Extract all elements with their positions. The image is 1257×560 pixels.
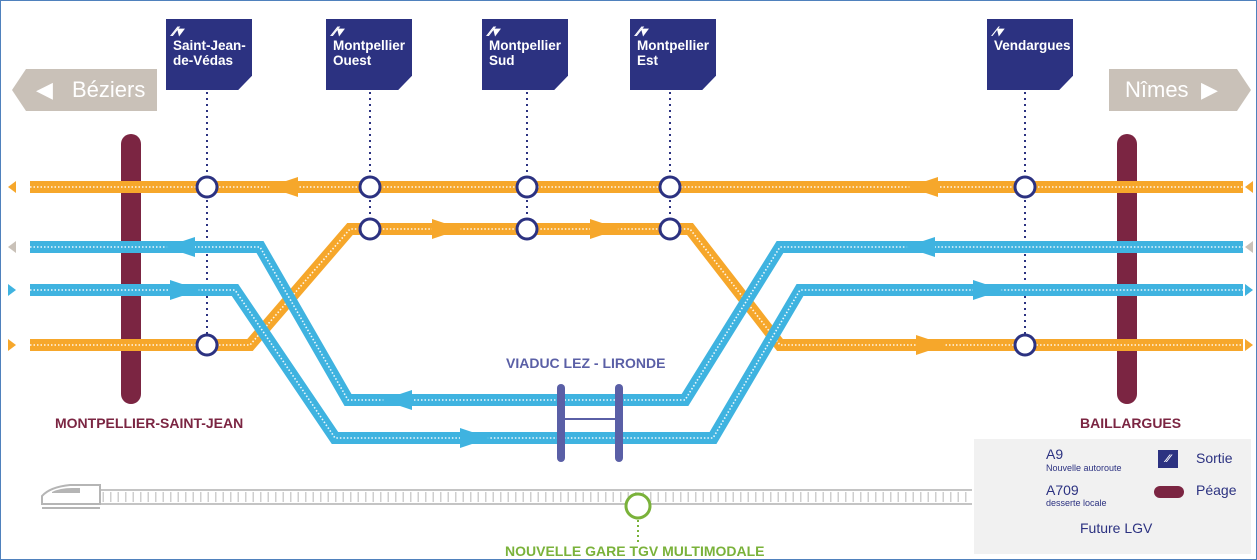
- exit-icon: ⁄⁄▾: [173, 23, 183, 39]
- a709-roads: [30, 181, 1243, 351]
- edge-arrow-left: [1245, 181, 1253, 193]
- legend-toll-label: Péage: [1196, 482, 1237, 498]
- edge-arrow-right: [8, 339, 16, 351]
- arrow-west: [382, 390, 412, 410]
- arrow-west: [268, 177, 298, 197]
- exit-connectors: [206, 92, 1026, 345]
- destination-sign-beziers: ◀ Béziers: [12, 69, 157, 111]
- lgv-track: [95, 489, 972, 505]
- exit-icon: ⁄⁄▾: [489, 23, 499, 39]
- legend-a9-sub: Nouvelle autoroute: [1046, 463, 1122, 473]
- interchange-node: [358, 217, 382, 241]
- viaduct-icon: [557, 384, 623, 462]
- station-node-icon: [624, 492, 652, 520]
- arrow-east: [460, 428, 490, 448]
- legend-a709-sub: desserte locale: [1046, 498, 1107, 508]
- edge-arrow-right: [1245, 339, 1253, 351]
- interchange-node: [1013, 175, 1037, 199]
- exit-sign-montpellier-est: ⁄⁄▾ Montpellier Est: [630, 19, 716, 90]
- arrow-east: [590, 219, 620, 239]
- interchange-node: [195, 175, 219, 199]
- arrow-east: [916, 335, 946, 355]
- exit-icon: ⁄▾: [994, 23, 1002, 39]
- destination-label-right: Nîmes: [1125, 77, 1189, 102]
- arrow-west: [165, 237, 195, 257]
- exit-name: Montpellier Sud: [489, 38, 562, 68]
- train-icon: [41, 484, 101, 509]
- exit-name: Vendargues: [994, 38, 1071, 53]
- exit-sign-montpellier-ouest: ⁄⁄▾ Montpellier Ouest: [326, 19, 412, 90]
- arrow-west: [908, 177, 938, 197]
- legend-a709-label: A709: [1046, 482, 1079, 498]
- exit-icon: ⁄⁄▾: [333, 23, 343, 39]
- a709-direction-arrows: [268, 177, 946, 355]
- exit-sign-icon: ⁄⁄: [1158, 450, 1178, 468]
- a9-direction-arrows: [165, 237, 1003, 448]
- interchange-node: [358, 175, 382, 199]
- toll-label-west: MONTPELLIER-SAINT-JEAN: [55, 415, 244, 431]
- station-label: NOUVELLE GARE TGV MULTIMODALE: [505, 543, 765, 559]
- interchange-node: [658, 217, 682, 241]
- exit-sign-vendargues: ⁄▾ Vendargues: [987, 19, 1073, 90]
- exit-name: Montpellier Est: [637, 38, 710, 68]
- destination-sign-nimes: Nîmes ▶: [1109, 69, 1251, 111]
- interchange-node: [658, 175, 682, 199]
- legend-exit-label: Sortie: [1196, 450, 1233, 466]
- edge-arrow-left: [8, 181, 16, 193]
- a9-eastbound-road: [30, 284, 1243, 444]
- interchange-node: [1013, 333, 1037, 357]
- exit-sign-montpellier-sud: ⁄⁄▾ Montpellier Sud: [482, 19, 568, 90]
- legend: A9 Nouvelle autoroute A709 desserte loca…: [974, 439, 1251, 554]
- arrow-left-icon: ◀: [36, 77, 53, 102]
- arrow-east: [432, 219, 462, 239]
- interchange-nodes: [195, 175, 1037, 357]
- exit-name: Montpellier Ouest: [333, 38, 406, 68]
- arrow-right-icon: ▶: [1201, 77, 1218, 102]
- interchange-node: [515, 175, 539, 199]
- edge-arrows: [8, 181, 1253, 351]
- edge-arrow-left: [1245, 241, 1253, 253]
- exit-name: Saint-Jean- de-Védas: [173, 38, 246, 68]
- edge-arrow-right: [8, 284, 16, 296]
- destination-label-left: Béziers: [72, 77, 146, 102]
- toll-label-east: BAILLARGUES: [1080, 415, 1182, 431]
- a9-westbound-road: [30, 241, 1243, 406]
- interchange-node: [195, 333, 219, 357]
- arrow-west: [905, 237, 935, 257]
- edge-arrow-left: [8, 241, 16, 253]
- viaduct-label: VIADUC LEZ - LIRONDE: [506, 355, 666, 371]
- arrow-east: [170, 280, 200, 300]
- arrow-east: [973, 280, 1003, 300]
- toll-icon: [1154, 486, 1184, 498]
- exit-sign-saint-jean-de-vedas: ⁄⁄▾ Saint-Jean- de-Védas: [166, 19, 252, 90]
- interchange-node: [515, 217, 539, 241]
- exit-icon: ⁄⁄▾: [637, 23, 647, 39]
- legend-lgv-label: Future LGV: [1080, 520, 1153, 536]
- edge-arrow-right: [1245, 284, 1253, 296]
- legend-a9-label: A9: [1046, 446, 1064, 462]
